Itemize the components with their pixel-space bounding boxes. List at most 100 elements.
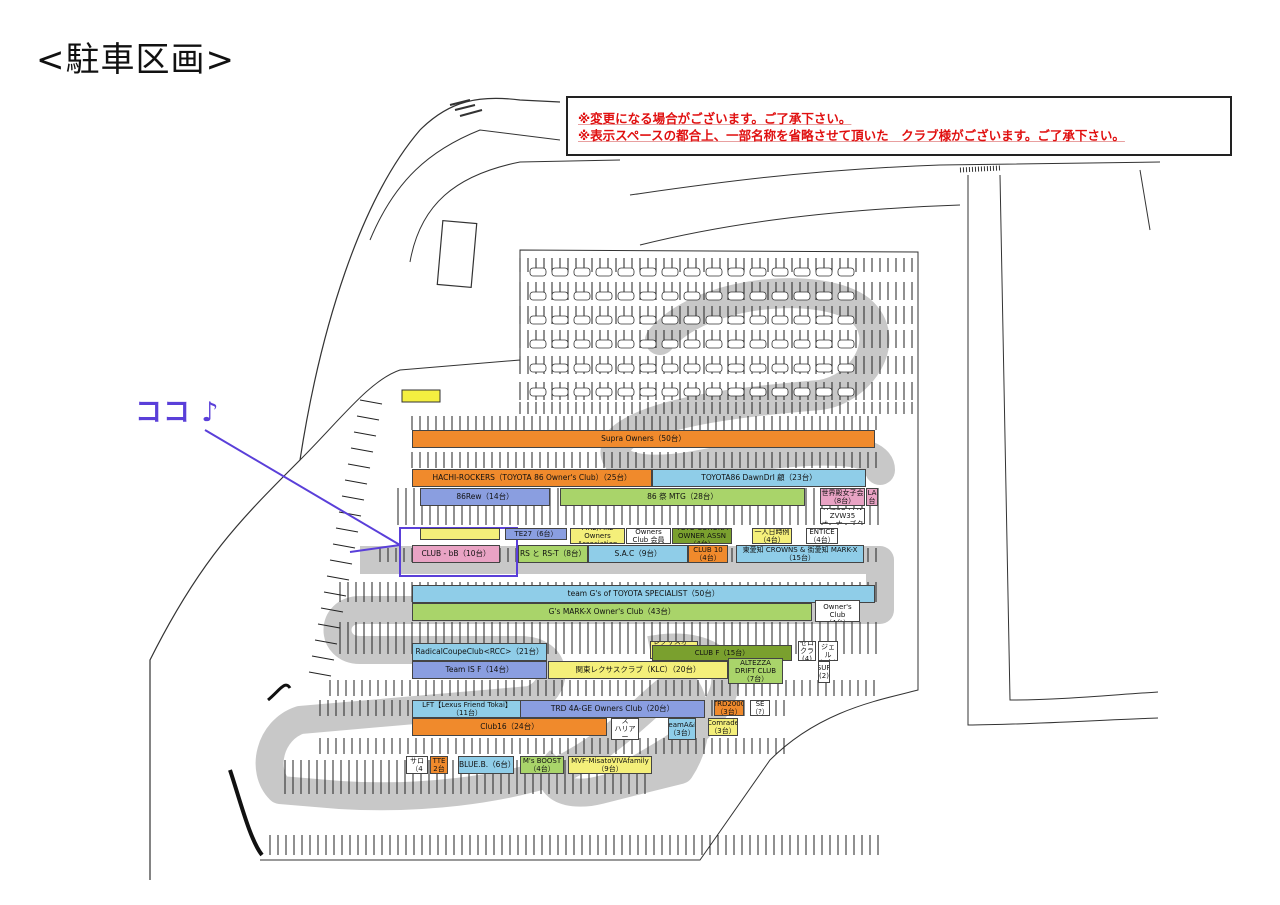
small-vehicle-outline — [705, 339, 723, 349]
parking-area-joshi: 世界殿女子会 （8台） — [820, 488, 865, 506]
coastline-2 — [267, 683, 292, 702]
small-vehicle-outline — [617, 339, 635, 349]
site-outline — [149, 97, 561, 880]
parking-area-te27: TE27（6台） — [505, 528, 567, 540]
parking-area-rcc: RadicalCoupeClub<RCC>（21台） — [412, 643, 547, 661]
small-vehicle-outline — [749, 363, 767, 373]
parking-area-rs: RS と RS-T（8台） — [518, 545, 588, 563]
parking-stall-line — [332, 543, 356, 549]
parking-area-lexhar: レクサス ハリアー （5台） — [611, 718, 639, 740]
small-vehicle-outline — [749, 339, 767, 349]
parking-stall-line — [335, 527, 359, 533]
parking-area-86mtg: 86 祭 MTG（28台） — [560, 488, 805, 506]
small-vehicle-outline — [705, 315, 723, 325]
small-vehicle-outline — [595, 267, 613, 277]
small-vehicle-outline — [771, 267, 789, 277]
here-marker-label: ココ ♪ — [135, 397, 220, 428]
small-vehicle-outline — [529, 315, 547, 325]
page-title: <駐車区画> — [36, 40, 235, 80]
small-vehicle-outline — [595, 363, 613, 373]
parking-area-club10: CLUB 10 （4台） — [688, 545, 728, 563]
pointer-line — [204, 429, 401, 546]
parking-area-crowns: 東愛知 CROWNS & 街愛知 MARK-X （15台） — [736, 545, 864, 563]
parking-stall-line — [347, 463, 371, 469]
parking-area-tte: TTE 2台 — [430, 756, 448, 774]
parking-area-lah: LA 台 — [866, 488, 878, 506]
parking-area-gsmarkx: G's MARK-X Owner's Club（43台） — [412, 603, 812, 621]
parking-stall-line — [341, 495, 365, 501]
pointer-line-2 — [349, 544, 401, 553]
small-vehicle-outline — [639, 363, 657, 373]
small-vehicle-outline — [727, 315, 745, 325]
parking-area-teamasp: teamA&P （3台） — [668, 718, 696, 740]
road-edge — [369, 129, 561, 241]
parking-area-yellowrow — [420, 528, 500, 540]
parking-area-supra: Supra Owners（50台） — [412, 430, 875, 448]
small-vehicle-outline — [837, 315, 855, 325]
small-vehicle-outline — [683, 363, 701, 373]
parking-stall-line — [317, 623, 341, 629]
parking-area-se: SE （?） — [750, 700, 770, 716]
bank-hatch-2 — [959, 165, 1001, 173]
parking-stall-line — [320, 607, 344, 613]
small-marker — [401, 389, 441, 403]
small-vehicle-outline — [639, 291, 657, 301]
parking-area-tiny1: ゼロクラ (4) — [798, 641, 816, 661]
small-vehicle-outline — [727, 363, 745, 373]
lot-boundary — [260, 249, 919, 861]
small-vehicle-outline — [815, 291, 833, 301]
small-vehicle-outline — [595, 339, 613, 349]
upper-road — [629, 161, 1161, 196]
small-vehicle-outline — [595, 387, 613, 397]
parking-area-hachi: HACHI-ROCKERS（TOYOTA 86 Owner's Club）（25… — [412, 469, 652, 487]
small-vehicle-outline — [793, 387, 811, 397]
small-vehicle-outline — [551, 267, 569, 277]
small-vehicle-outline — [837, 387, 855, 397]
parking-area-86rew: 86Rew（14台） — [420, 488, 550, 506]
small-vehicle-outline — [639, 387, 657, 397]
parking-area-trd2000: TRD2000 （3台） — [714, 700, 744, 716]
small-vehicle-outline — [771, 339, 789, 349]
parking-stall-line — [359, 399, 383, 405]
small-vehicle-outline — [551, 291, 569, 301]
parking-area-sac: S.A.C（9台） — [588, 545, 688, 563]
small-vehicle-outline — [793, 291, 811, 301]
small-vehicle-outline — [661, 267, 679, 277]
small-vehicle-outline — [749, 387, 767, 397]
parking-stall-line — [323, 591, 347, 597]
parking-stall-line — [329, 559, 353, 565]
small-vehicle-outline — [815, 363, 833, 373]
coastline — [228, 769, 264, 857]
parking-stall-line — [308, 671, 332, 677]
parking-stall-line — [353, 431, 377, 437]
small-vehicle-outline — [837, 363, 855, 373]
small-vehicle-outline — [683, 315, 701, 325]
small-vehicle-outline — [639, 315, 657, 325]
parking-area-tiny3: SUR (2) — [818, 661, 830, 683]
right-road — [967, 175, 1159, 726]
parking-area-dawn: TOYOTA86 DawnDrI 顧（23台） — [652, 469, 866, 487]
small-vehicle-outline — [837, 339, 855, 349]
small-vehicle-outline — [617, 387, 635, 397]
small-vehicle-outline — [705, 363, 723, 373]
small-vehicle-outline — [617, 291, 635, 301]
small-vehicle-outline — [793, 315, 811, 325]
small-vehicle-outline — [661, 315, 679, 325]
right-road-2 — [999, 174, 1159, 701]
small-vehicle-outline — [727, 267, 745, 277]
small-vehicle-outline — [595, 315, 613, 325]
small-vehicle-outline — [749, 315, 767, 325]
notice-box: ※変更になる場合がございます。ご了承下さい。 ※表示スペースの都合上、一部名称を… — [566, 96, 1232, 156]
parking-stall-line — [314, 639, 338, 645]
small-vehicle-outline — [617, 267, 635, 277]
small-vehicle-outline — [573, 291, 591, 301]
small-vehicle-outline — [749, 291, 767, 301]
small-vehicle-outline — [573, 339, 591, 349]
parking-stall-line — [338, 511, 362, 517]
small-vehicle-outline — [617, 363, 635, 373]
parking-area-comrade: Comrade （3台） — [708, 718, 738, 736]
parking-area-teamisf: Team IS F（14台） — [412, 661, 547, 679]
small-vehicle-outline — [837, 267, 855, 277]
small-vehicle-outline — [639, 267, 657, 277]
small-vehicle-outline — [815, 315, 833, 325]
